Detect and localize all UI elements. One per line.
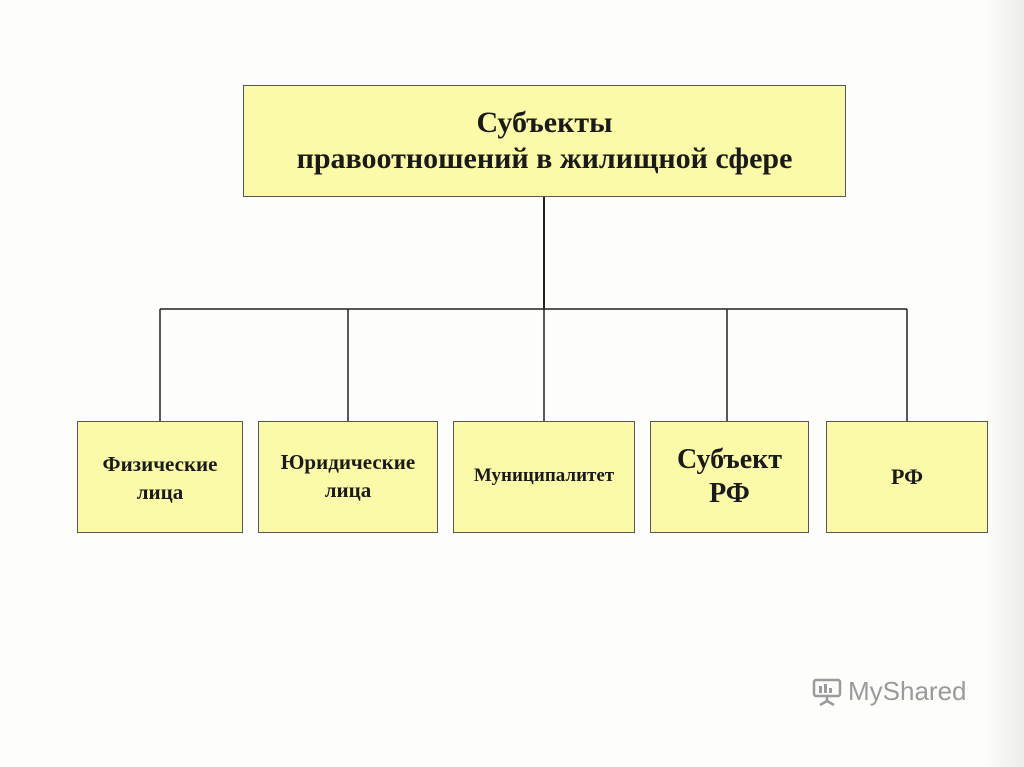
child-node-municipality: Муниципалитет [453, 421, 635, 533]
watermark: MyShared [812, 676, 967, 707]
child-node-federal-subject: Субъект РФ [650, 421, 809, 533]
child-node-russian-federation: РФ [826, 421, 988, 533]
watermark-text: MyShared [848, 676, 967, 706]
presentation-board-icon [812, 677, 842, 707]
child-label-line1: Муниципалитет [473, 465, 615, 486]
child-node-legal-entities: Юридические лица [258, 421, 438, 533]
child-label-line1: Юридические [280, 450, 416, 474]
child-label-line1: Субъект [676, 444, 783, 475]
child-label-line2: лица [324, 478, 372, 502]
child-label-line1: РФ [891, 464, 923, 489]
child-label-line2: РФ [709, 478, 750, 509]
child-node-physical-persons: Физические лица [77, 421, 243, 533]
child-label-line1: Физические [102, 452, 218, 476]
page-edge-shadow [984, 0, 1024, 767]
root-title-line1: Субъекты [476, 106, 613, 139]
root-title-line2: правоотношений в жилищной сфере [296, 142, 793, 175]
child-label-line2: лица [136, 480, 184, 504]
root-node: Субъекты правоотношений в жилищной сфере [243, 85, 846, 197]
